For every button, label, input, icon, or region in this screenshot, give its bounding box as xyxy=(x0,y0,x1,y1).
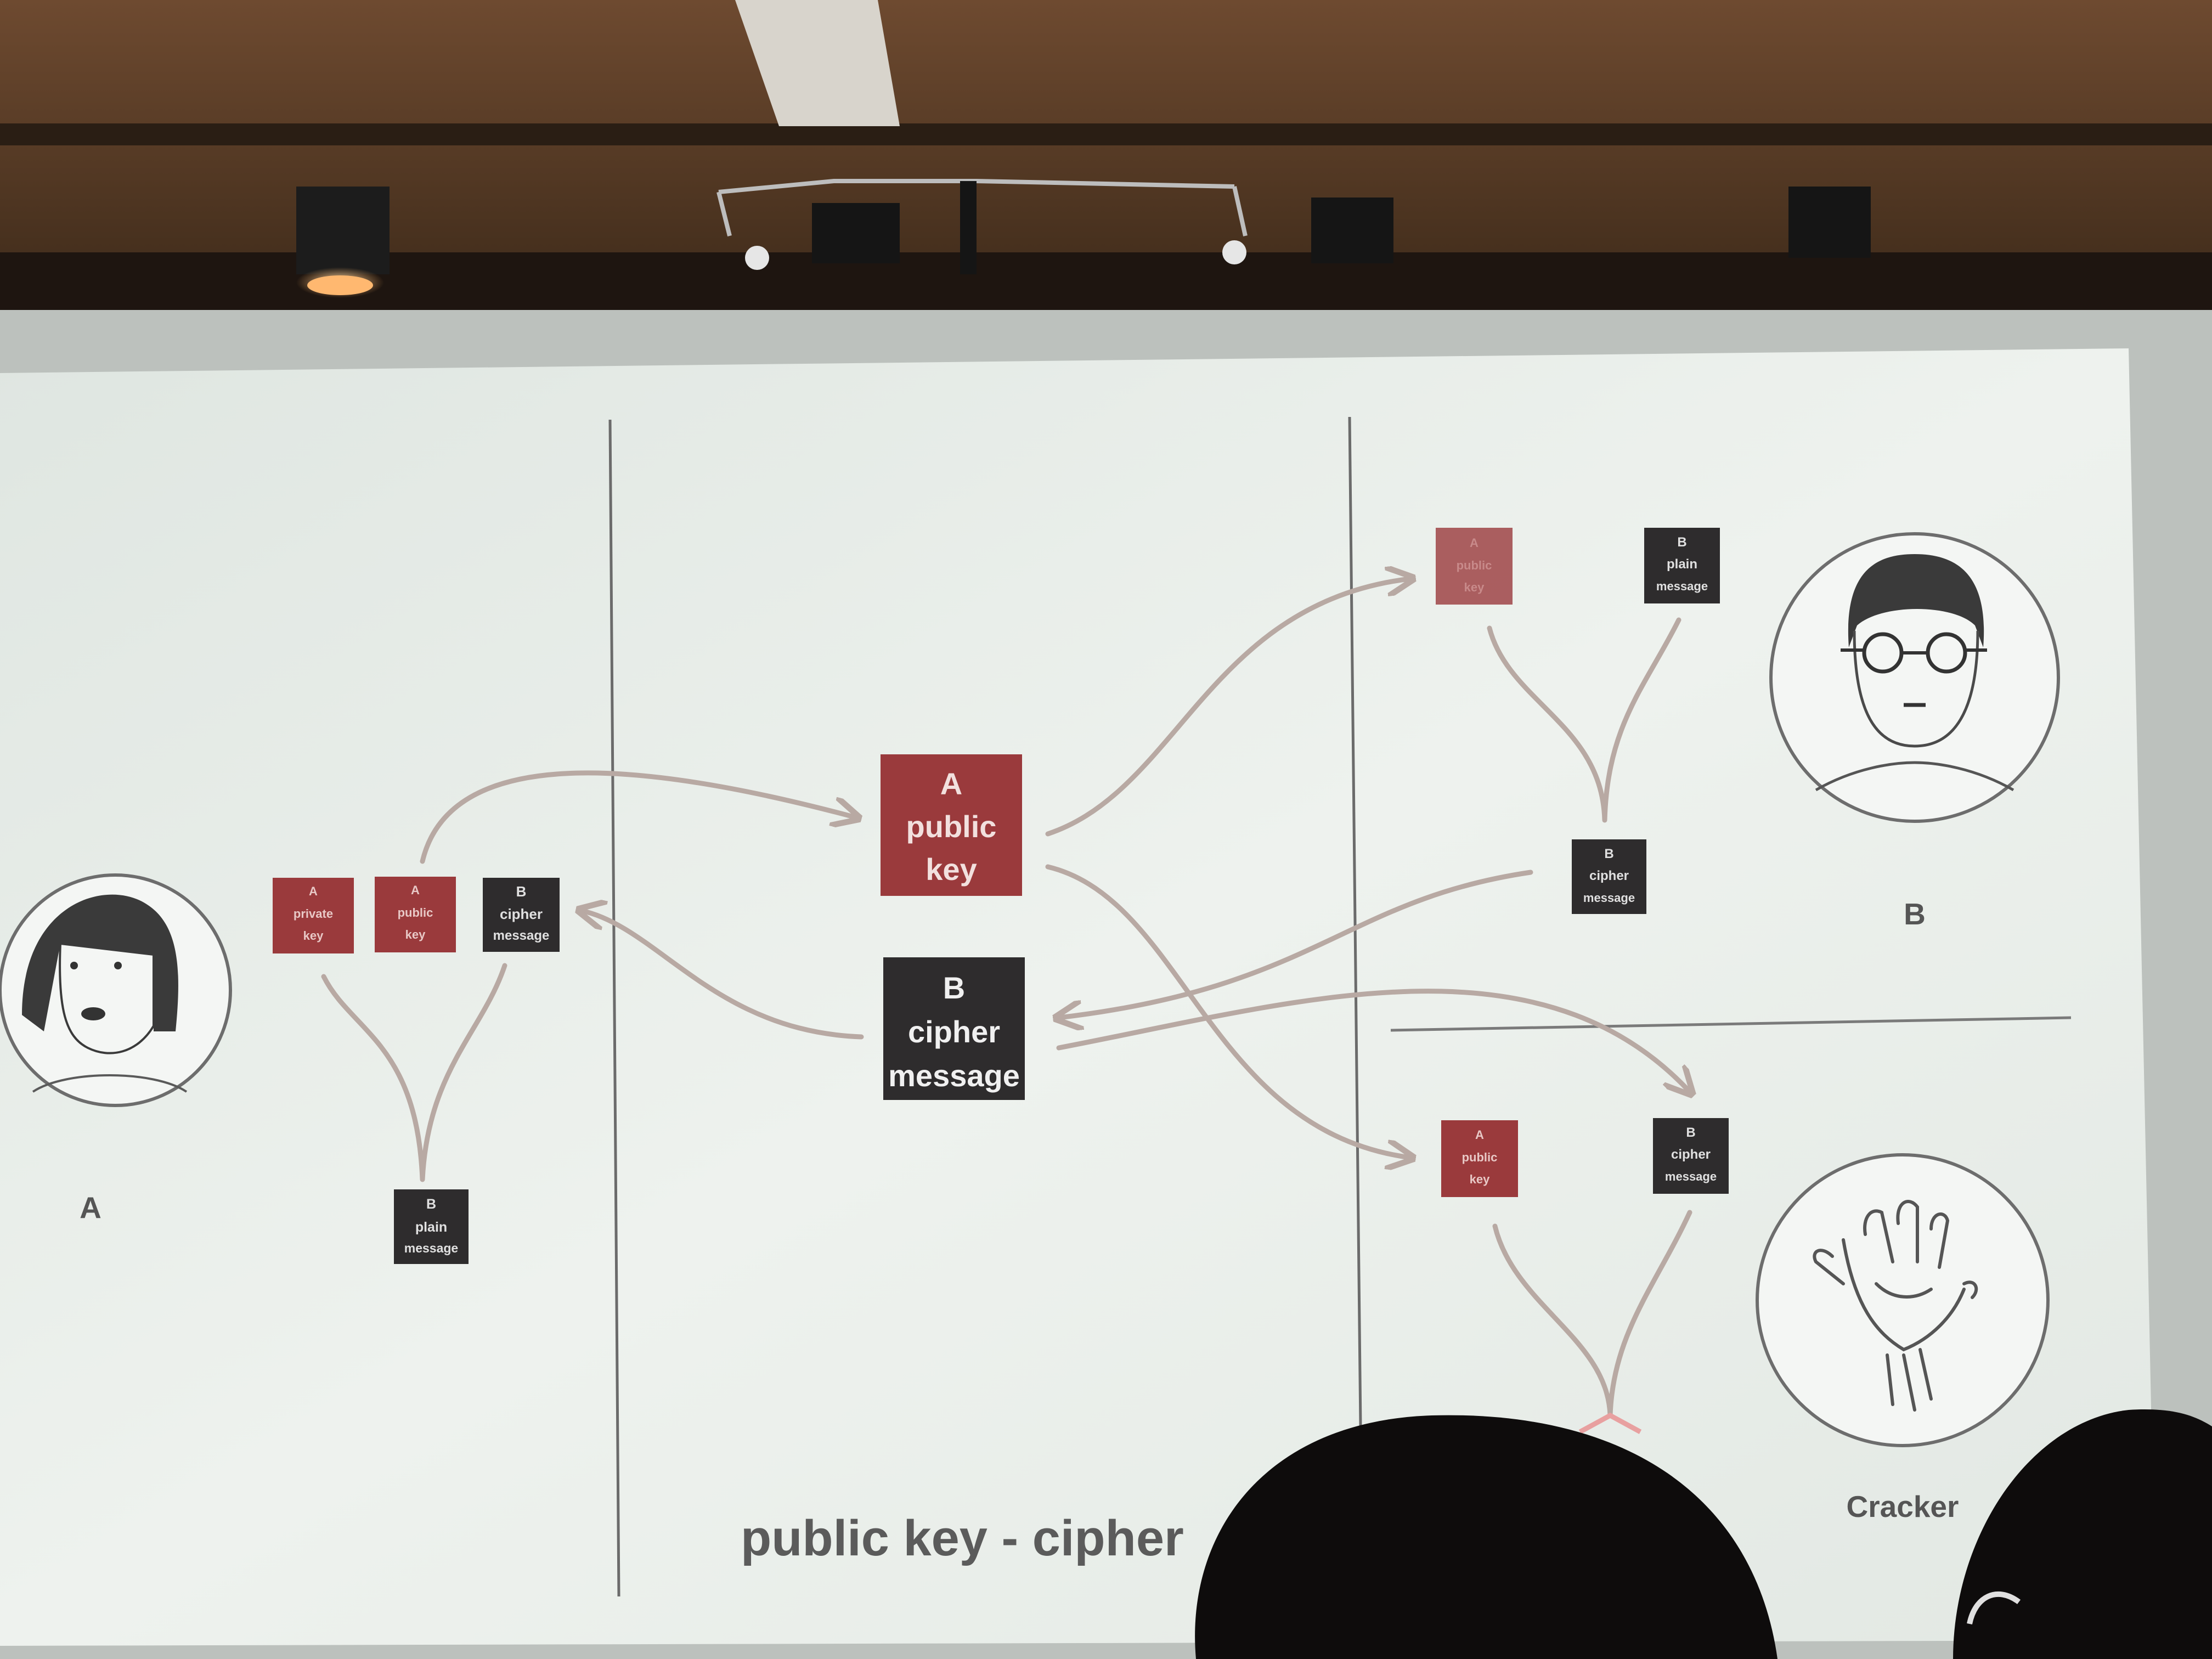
tile-line: key xyxy=(405,928,426,941)
box-line: A xyxy=(940,766,962,801)
tile-line: message xyxy=(1583,891,1635,905)
tile-line: B xyxy=(426,1197,436,1212)
box-line: cipher xyxy=(908,1014,1000,1049)
tile-line: message xyxy=(404,1241,458,1255)
merge-right-bottom xyxy=(1492,1210,1692,1418)
box-line: public xyxy=(906,809,997,844)
glasses-rim xyxy=(1967,1591,2021,1625)
tile-line: B xyxy=(1686,1125,1695,1140)
left-result-plain-message: B plain message xyxy=(394,1189,469,1264)
tile-line: public xyxy=(398,906,433,919)
projection-screen xyxy=(0,310,2212,1659)
right-bottom-cipher-tile: B cipher message xyxy=(1653,1118,1729,1194)
tile-line: cipher xyxy=(500,906,543,922)
tile-line: B xyxy=(1604,847,1613,861)
stage-light-left xyxy=(296,187,390,298)
tile-line: plain xyxy=(415,1220,447,1235)
tile-line: B xyxy=(516,883,527,900)
ceiling xyxy=(0,0,2212,329)
merge-right-top xyxy=(1487,617,1681,823)
left-tile-cipher-message: B cipher message xyxy=(483,878,560,952)
cracker-hand-icon xyxy=(1813,1200,1978,1412)
tile-line: A xyxy=(411,883,420,897)
box-line: message xyxy=(888,1058,1020,1093)
tile-line: A xyxy=(309,884,318,898)
audience-head-right xyxy=(1953,1409,2212,1659)
right-top-key-tile: A public key xyxy=(1436,528,1513,605)
tile-line: key xyxy=(1470,1172,1490,1186)
tile-line: private xyxy=(294,907,333,921)
right-top-plain-message-tile: B plain message xyxy=(1644,528,1720,603)
tile-line: key xyxy=(303,929,324,943)
tile-line: A xyxy=(1470,536,1479,550)
right-bottom-key-tile: A public key xyxy=(1441,1120,1518,1197)
cracker-label: Cracker xyxy=(1847,1489,1959,1523)
arrow-a-pubkey-to-center xyxy=(420,770,856,864)
person-b-avatar xyxy=(1769,532,2060,823)
tile-line: cipher xyxy=(1589,868,1629,883)
pink-arrowhead xyxy=(1578,1412,1642,1434)
stage-light-mid xyxy=(1311,198,1393,263)
box-line: key xyxy=(926,852,977,887)
tile-line: key xyxy=(1464,580,1485,594)
tile-line: plain xyxy=(1667,557,1697,572)
box-line: B xyxy=(943,970,965,1005)
arrow-center-to-cracker xyxy=(1045,864,1410,1158)
arrow-b-cipher-to-center xyxy=(1059,870,1533,1018)
tile-line: B xyxy=(1677,535,1686,550)
person-b-label: B xyxy=(1904,897,1926,931)
person-a-label: A xyxy=(80,1190,101,1224)
center-public-key-box: A public key xyxy=(881,754,1022,896)
cracker-avatar xyxy=(1756,1153,2050,1447)
tile-line: message xyxy=(1656,579,1708,593)
slide-caption: public key - cipher xyxy=(741,1510,1184,1566)
stage-light-rig xyxy=(716,179,1248,274)
arrow-center-to-b xyxy=(1045,579,1410,837)
left-tile-public-key: A public key xyxy=(375,877,456,952)
tile-line: message xyxy=(1665,1170,1717,1183)
tile-line: message xyxy=(493,928,550,943)
stage-light-right xyxy=(1788,187,1871,258)
tile-line: public xyxy=(1457,558,1492,572)
divider-left xyxy=(608,419,620,1597)
tile-line: public xyxy=(1462,1150,1498,1164)
person-a-avatar xyxy=(0,873,232,1107)
merge-left xyxy=(321,963,507,1182)
right-top-cipher-result: B cipher message xyxy=(1572,839,1646,914)
tile-line: A xyxy=(1475,1128,1484,1142)
left-tile-private-key: A private key xyxy=(273,878,354,953)
divider-right-horizontal xyxy=(1390,1016,2072,1032)
tile-line: cipher xyxy=(1671,1147,1711,1162)
arrow-center-to-cracker-cipher xyxy=(1056,989,1690,1092)
audience-head-center xyxy=(1195,1415,1778,1659)
arrow-center-cipher-to-a xyxy=(582,911,864,1040)
divider-right xyxy=(1348,416,1362,1427)
flow-arrows xyxy=(321,579,1692,1418)
center-cipher-message-box: B cipher message xyxy=(883,957,1025,1100)
audience-heads xyxy=(1195,1409,2212,1659)
